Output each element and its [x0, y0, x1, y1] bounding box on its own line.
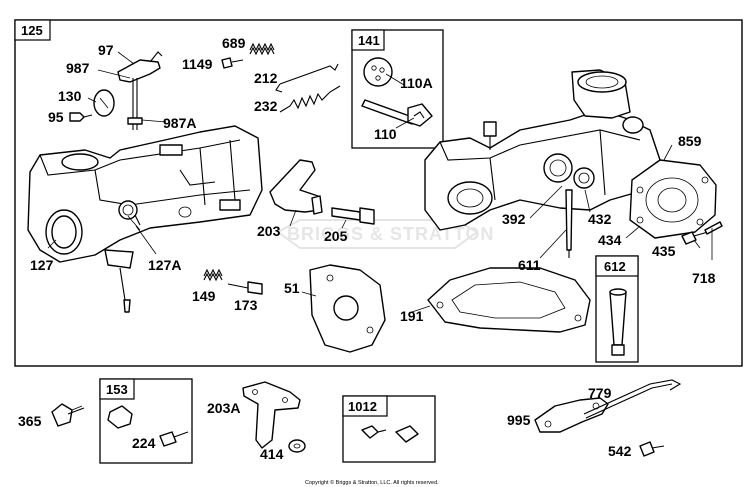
part-224-screw [159, 431, 189, 447]
part-414-washer [288, 439, 306, 453]
label-149: 149 [192, 288, 216, 304]
label-232: 232 [254, 98, 278, 114]
part-203A-bracket [242, 381, 301, 449]
group-frame-141 [351, 29, 444, 149]
carburetor-body-right [424, 69, 661, 231]
label-95: 95 [48, 109, 64, 125]
label-859: 859 [678, 133, 702, 149]
leader-lines [47, 51, 713, 313]
part-1149-screw [221, 57, 244, 69]
label-127: 127 [30, 257, 54, 273]
label-432: 432 [588, 211, 612, 227]
label-51: 51 [284, 280, 300, 296]
carburetor-body-left [27, 125, 263, 313]
group-tag-main [14, 19, 51, 41]
label-987A: 987A [163, 115, 196, 131]
part-130-plate [93, 89, 115, 117]
part-995-plate [534, 397, 609, 433]
group-tag-153 [99, 378, 135, 400]
group-frame-main [14, 19, 743, 367]
group-label-612: 612 [604, 259, 626, 274]
part-718-pin [704, 221, 723, 235]
part-149-spring [203, 268, 223, 282]
label-611: 611 [518, 257, 541, 273]
part-205-screw [331, 207, 375, 225]
part-212-link [275, 63, 339, 93]
group-label-1012: 1012 [348, 399, 377, 414]
label-995: 995 [507, 412, 531, 428]
label-205: 205 [324, 228, 348, 244]
part-51-gasket [309, 264, 386, 353]
label-542: 542 [608, 443, 632, 459]
label-435: 435 [652, 243, 676, 259]
part-173-screw [227, 281, 263, 295]
label-689: 689 [222, 35, 246, 51]
part-612-tube [609, 288, 627, 356]
part-542-screw [639, 441, 665, 457]
label-203A: 203A [207, 400, 240, 416]
group-tag-1012 [342, 395, 388, 417]
part-203-lever [269, 159, 323, 215]
label-987: 987 [66, 60, 90, 76]
label-97: 97 [98, 42, 114, 58]
part-779-rod [583, 379, 682, 419]
label-392: 392 [502, 211, 526, 227]
label-414: 414 [260, 446, 284, 462]
part-labels: 97 987 130 95 987A 689 1149 212 232 110A… [18, 35, 716, 462]
group-tag-612 [595, 255, 639, 277]
label-224: 224 [132, 435, 156, 451]
label-110: 110 [374, 126, 397, 142]
label-365: 365 [18, 413, 42, 429]
group-label-141: 141 [358, 33, 380, 48]
label-130: 130 [58, 88, 82, 104]
part-110-shaft [361, 99, 433, 127]
label-110A: 110A [400, 75, 433, 91]
label-1149: 1149 [182, 56, 213, 72]
part-689-spring [249, 42, 275, 56]
label-779: 779 [588, 385, 612, 401]
label-212: 212 [254, 70, 278, 86]
part-141-choke-plate [363, 57, 393, 87]
part-435-screw [681, 231, 709, 245]
part-191-gasket [427, 267, 591, 333]
part-611-nozzle [565, 189, 573, 258]
group-label-153: 153 [106, 382, 128, 397]
part-97-lever [117, 51, 163, 130]
watermark-text: BRIGGS & STRATTON [287, 224, 494, 244]
group-tag-141 [351, 29, 385, 51]
part-95-screw [69, 112, 93, 122]
label-434: 434 [598, 232, 622, 248]
part-859-fuel-pump [629, 159, 717, 239]
label-718: 718 [692, 270, 716, 286]
group-label-main: 125 [21, 23, 43, 38]
label-127A: 127A [148, 257, 181, 273]
part-232-spring [279, 85, 341, 113]
part-1012-fittings [361, 425, 419, 443]
label-173: 173 [234, 297, 258, 313]
label-203: 203 [257, 223, 281, 239]
copyright-notice: Copyright © Briggs & Stratton, LLC. All … [305, 479, 439, 486]
label-191: 191 [400, 308, 424, 324]
part-153-needle-seat [107, 405, 133, 429]
part-365-screw [51, 403, 85, 427]
